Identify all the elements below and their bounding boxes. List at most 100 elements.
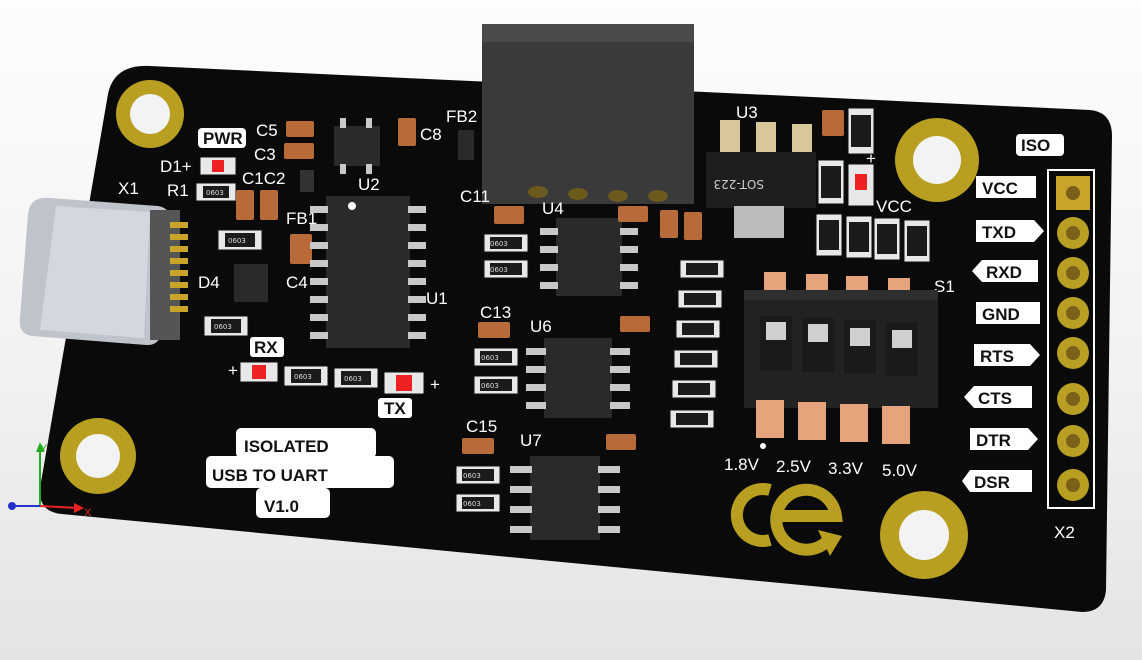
cap-c5 <box>286 121 314 137</box>
cap-c1 <box>236 190 254 220</box>
svg-text:RXD: RXD <box>986 263 1022 282</box>
cap-c3 <box>284 143 314 159</box>
fb1-body <box>300 170 314 192</box>
vcc-jumper-resistors <box>815 213 931 263</box>
tx-label-box <box>378 398 412 418</box>
rx-label: RX <box>254 338 278 357</box>
ref-x1: X1 <box>118 179 139 198</box>
ref-c15: C15 <box>466 417 497 436</box>
ref-fb1: FB1 <box>286 209 317 228</box>
voltage-3v3: 3.3V <box>828 459 864 478</box>
ref-r1: R1 <box>167 181 189 200</box>
svg-text:DTR: DTR <box>976 431 1011 450</box>
voltage-2v5: 2.5V <box>776 457 812 476</box>
svg-text:DSR: DSR <box>974 473 1010 492</box>
ref-u3: U3 <box>736 103 758 122</box>
ic-u4 <box>540 218 638 296</box>
usb-c-connector[interactable] <box>19 197 188 346</box>
dip-toggle-3[interactable] <box>850 328 870 346</box>
pwr-label-box <box>198 128 246 148</box>
ref-u4: U4 <box>542 199 564 218</box>
rx-label-box <box>250 337 284 357</box>
cap-c13 <box>478 322 510 338</box>
pin-label-txd: TXD <box>976 220 1044 242</box>
axis-y-label: Y <box>40 443 48 455</box>
diode-d4 <box>234 264 268 302</box>
svg-text:VCC: VCC <box>982 179 1018 198</box>
ic-u2 <box>334 118 380 174</box>
ref-vcc: VCC <box>876 197 912 216</box>
ce-logo <box>730 483 843 556</box>
regulator-u3 <box>706 120 816 238</box>
ref-c5: C5 <box>256 121 278 140</box>
ref-c13: C13 <box>480 303 511 322</box>
pin1-dot <box>760 443 766 449</box>
svg-text:0603: 0603 <box>214 323 232 331</box>
tx-plus: + <box>430 375 440 394</box>
svg-text:0603: 0603 <box>344 375 362 383</box>
rx-plus: + <box>228 361 238 380</box>
tx-label: TX <box>384 399 406 418</box>
ref-s1: S1 <box>934 277 955 296</box>
svg-text:0603: 0603 <box>294 373 312 381</box>
svg-text:0603: 0603 <box>463 500 481 508</box>
ref-u1: U1 <box>426 289 448 308</box>
r1-code: 0603 <box>206 189 224 197</box>
pin-label-rts: RTS <box>974 344 1040 366</box>
mounting-hole-top-right <box>895 118 979 202</box>
ic-u1 <box>310 196 426 348</box>
svg-text:TXD: TXD <box>982 223 1016 242</box>
dip-toggle-2[interactable] <box>808 324 828 342</box>
center-resistors <box>455 233 529 513</box>
svg-text:0603: 0603 <box>228 237 246 245</box>
ic-u7 <box>510 456 620 540</box>
ref-c4: C4 <box>286 273 308 292</box>
mounting-hole-top-left <box>116 80 184 148</box>
cap-c2 <box>260 190 278 220</box>
isolation-transformer <box>482 24 694 204</box>
ref-c1c2: C1C2 <box>242 169 285 188</box>
mounting-hole-bottom-left <box>60 418 136 494</box>
pin-label-cts: CTS <box>964 386 1032 408</box>
dip-toggle-4[interactable] <box>892 330 912 348</box>
ref-d1: D1+ <box>160 157 192 176</box>
voltage-1v8: 1.8V <box>724 455 760 474</box>
pwr-label: PWR <box>203 129 243 148</box>
svg-text:0603: 0603 <box>490 266 508 274</box>
ic-u6 <box>526 338 630 418</box>
title-line1: ISOLATED <box>244 437 329 456</box>
svg-text:0603: 0603 <box>481 354 499 362</box>
voltage-5v0: 5.0V <box>882 461 918 480</box>
cap-c11 <box>494 206 524 224</box>
fb2-body <box>458 130 474 160</box>
pin-label-gnd: GND <box>976 302 1040 324</box>
iso-badge: ISO <box>1021 136 1050 155</box>
axis-gizmo: Y X <box>8 442 92 519</box>
led-d1-red <box>212 160 224 172</box>
cap-tr <box>822 110 844 136</box>
title-line3: V1.0 <box>264 497 299 516</box>
svg-text:0603: 0603 <box>481 382 499 390</box>
axis-x-label: X <box>84 507 92 519</box>
mounting-hole-bottom-right <box>880 491 968 579</box>
ref-d4: D4 <box>198 273 220 292</box>
vcc-plus: + <box>866 149 876 168</box>
ref-u6: U6 <box>530 317 552 336</box>
pin-label-vcc: VCC <box>976 176 1036 198</box>
sot-223-label: SOT-223 <box>713 177 764 191</box>
dip-toggle-1[interactable] <box>766 322 786 340</box>
ref-c11: C11 <box>460 187 490 206</box>
ref-c3: C3 <box>254 145 276 164</box>
dip-switch-s1[interactable] <box>744 272 938 444</box>
right-resistor-column <box>669 259 725 429</box>
pin-header-x2[interactable] <box>1047 169 1095 509</box>
svg-text:RTS: RTS <box>980 347 1014 366</box>
ref-fb2: FB2 <box>446 107 477 126</box>
ref-u7: U7 <box>520 431 542 450</box>
cap-c8 <box>398 118 416 146</box>
cap-c4 <box>290 234 312 264</box>
svg-text:GND: GND <box>982 305 1020 324</box>
ref-x2: X2 <box>1054 523 1075 542</box>
cap-c15 <box>462 438 494 454</box>
